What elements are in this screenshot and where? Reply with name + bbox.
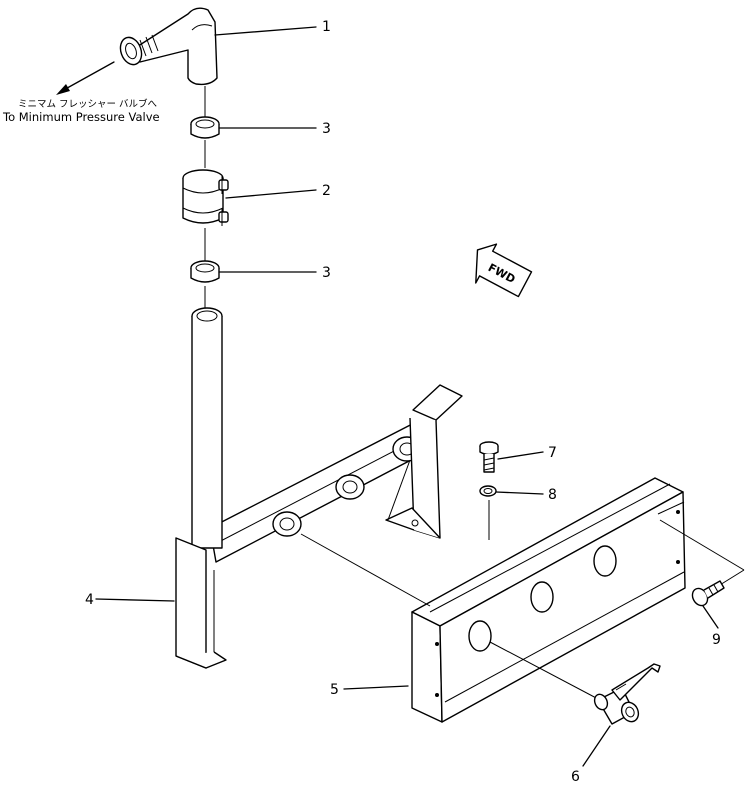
bolt-part [479, 441, 499, 473]
callout-5: 5 [330, 682, 339, 698]
seal-ring-upper-part [190, 116, 220, 139]
callout-3-upper: 3 [322, 121, 331, 137]
callout-9: 9 [712, 632, 721, 648]
annotation-japanese: ミニマム フレッシャー バルブへ [18, 98, 158, 110]
bolt-side-part [691, 580, 725, 607]
callout-6: 6 [571, 769, 580, 785]
box-frame-part [411, 477, 686, 723]
coupling-clamp-part [182, 169, 229, 226]
direction-arrow [56, 61, 115, 95]
callout-3-lower: 3 [322, 265, 331, 281]
drain-valve-part [593, 663, 661, 725]
washer-part [479, 485, 497, 497]
seal-ring-lower-part [190, 260, 220, 283]
stand-pipe-bracket-part [175, 307, 463, 669]
callout-7: 7 [548, 445, 557, 461]
callout-2: 2 [322, 183, 331, 199]
callout-1: 1 [322, 19, 331, 35]
callout-4: 4 [85, 592, 94, 608]
elbow-pipe-part [119, 7, 218, 86]
callout-8: 8 [548, 487, 557, 503]
forward-direction-arrow: FWD [475, 243, 533, 298]
annotation-english: To Minimum Pressure Valve [2, 110, 160, 124]
